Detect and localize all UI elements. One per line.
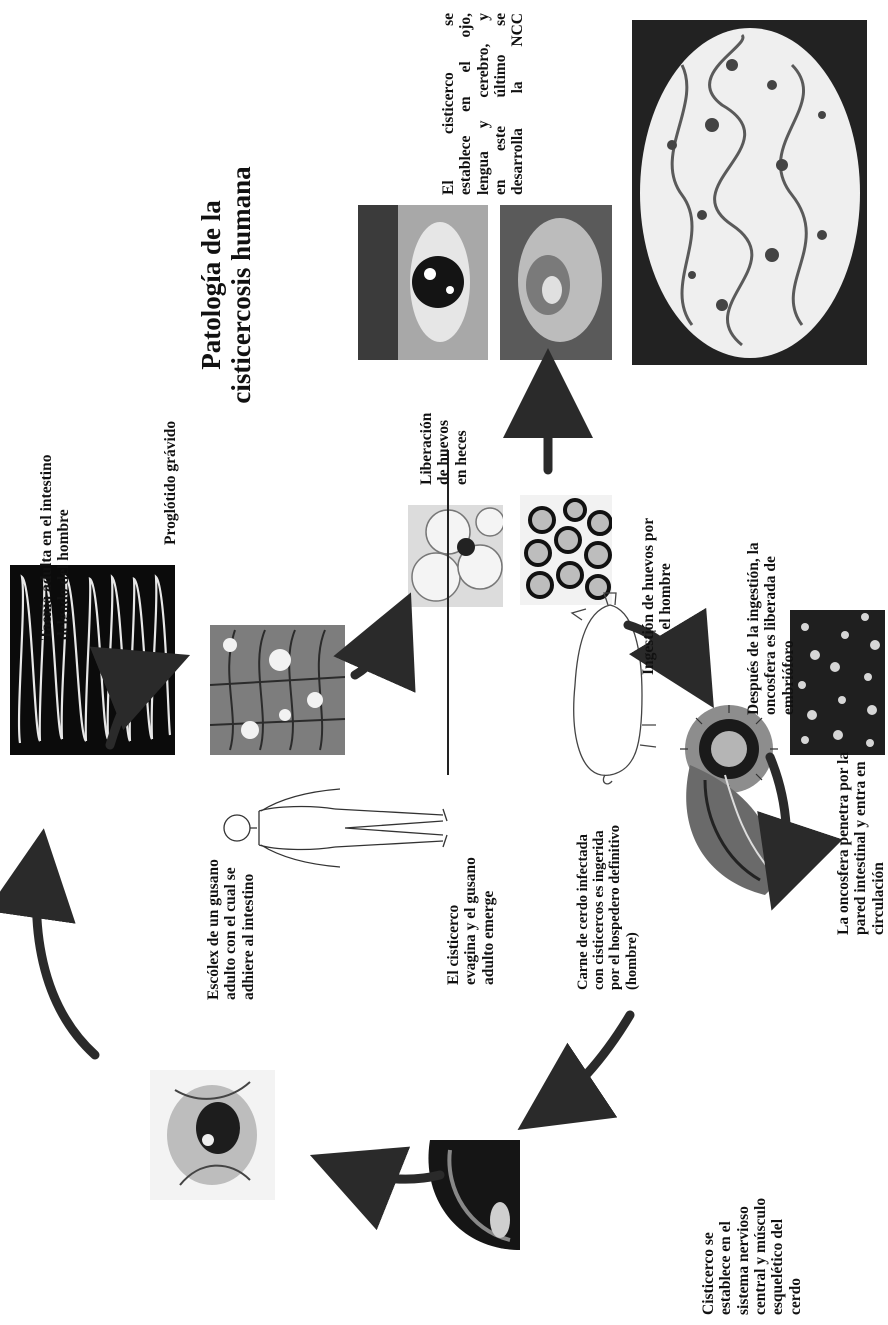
arrow-cysticercus-to-scolex <box>335 1165 440 1179</box>
arrow-worm-to-proglottid <box>110 665 165 745</box>
label-cysticercus-pig: Cisticerco se establece en el sistema ne… <box>700 1198 804 1315</box>
arrow-pig-to-cysticercus <box>540 1015 630 1115</box>
label-infected-pork: Carne de cerdo infectada con cisticercos… <box>575 825 640 990</box>
label-oncosphere-penetrates: La oncosfera penetra por la pared intest… <box>835 752 887 935</box>
label-adult-tapeworm: Taenia adulta en el intestino delgado de… <box>38 455 73 640</box>
label-oncosphere-released: Después de la ingestión, la oncosfera es… <box>745 542 797 715</box>
arrow-proglottid-to-eggs <box>355 617 400 675</box>
arrow-scolex-to-worm <box>37 855 95 1055</box>
label-gravid-proglottid: Proglótido grávido <box>162 421 179 545</box>
arrow-oncosphere-to-muscle <box>770 757 787 885</box>
label-ncc: El cisticerco se establece en el ojo, le… <box>440 13 527 195</box>
label-egg-release: Liberación de huevos en heces <box>418 413 470 485</box>
label-egg-ingestion: Ingestión de huevos por el hombre <box>640 518 675 675</box>
label-scolex: Escólex de un gusano adulto con el cual … <box>205 859 257 1000</box>
label-cysticercus-evaginates: El cisticerco evagina y el gusano adulto… <box>445 857 497 985</box>
